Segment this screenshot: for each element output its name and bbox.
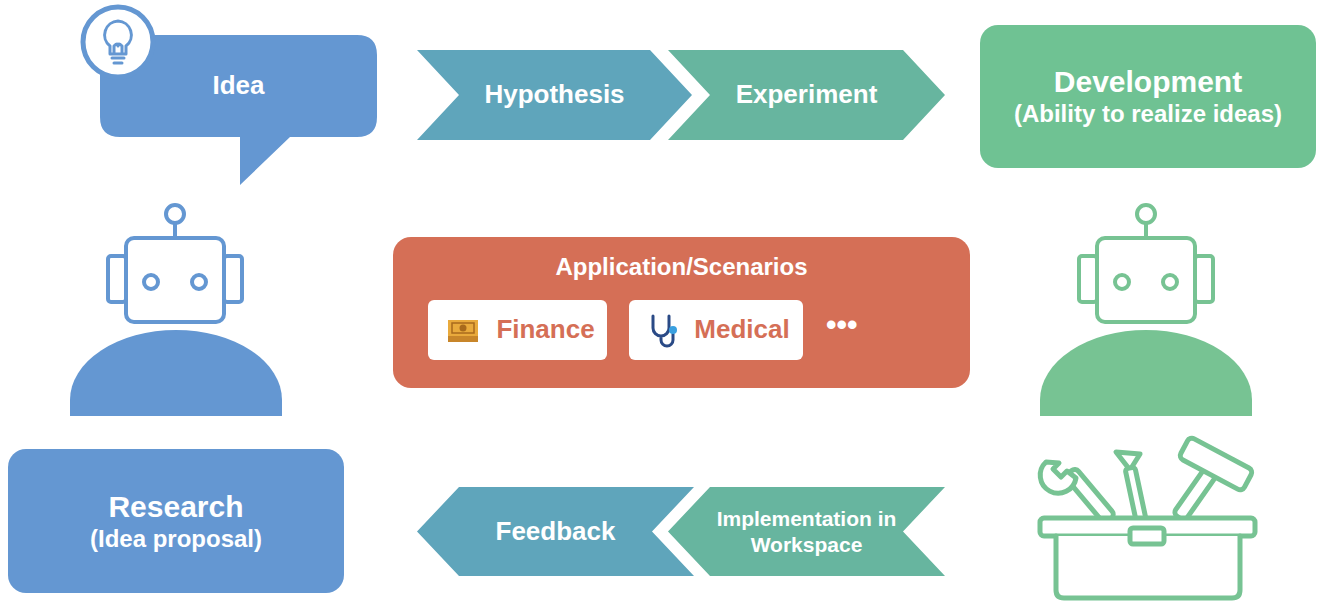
node-subtitle: (Ability to realize ideas) [1014,100,1282,129]
step-chevron: Implementation in Workspace [668,487,945,576]
node-title: Application/Scenarios [555,253,807,282]
step-chevron: Experiment [668,50,945,140]
scenario-box: Medical [629,300,803,360]
research-robot [70,205,282,416]
scenario-panel: Finance Medical Application/Scenarios [393,237,970,388]
development-robot [1040,205,1252,416]
step-chevron: Hypothesis [417,50,692,140]
step-chevron-outline [668,50,945,140]
stethoscope-icon [645,310,685,350]
node-title: Experiment [736,79,878,110]
step-chevron-outline [417,487,694,576]
node-title: Finance [496,314,594,345]
step-chevron-outline [668,487,945,576]
node-title: Feedback [496,516,616,547]
idea-bubble: Idea [100,35,377,137]
node-title: Hypothesis [484,79,624,110]
scenario-box: Finance [428,300,607,360]
node-title: Implementation in Workspace [714,506,900,556]
node-title: Idea [212,70,264,101]
more-marker: ••• [826,308,858,342]
role-box: Development(Ability to realize ideas) [980,25,1316,168]
node-shape [668,487,945,576]
lightbulb-icon [83,7,153,77]
node-title: Development [1054,64,1242,100]
node-title: Medical [694,314,789,345]
node-subtitle: (Idea proposal) [90,525,262,554]
money-icon [444,310,484,350]
step-chevron: Feedback [417,487,694,576]
step-chevron-outline [417,50,692,140]
toolbox-icon [1040,437,1255,598]
role-box: Research(Idea proposal) [8,449,344,593]
node-title: Research [108,489,243,525]
